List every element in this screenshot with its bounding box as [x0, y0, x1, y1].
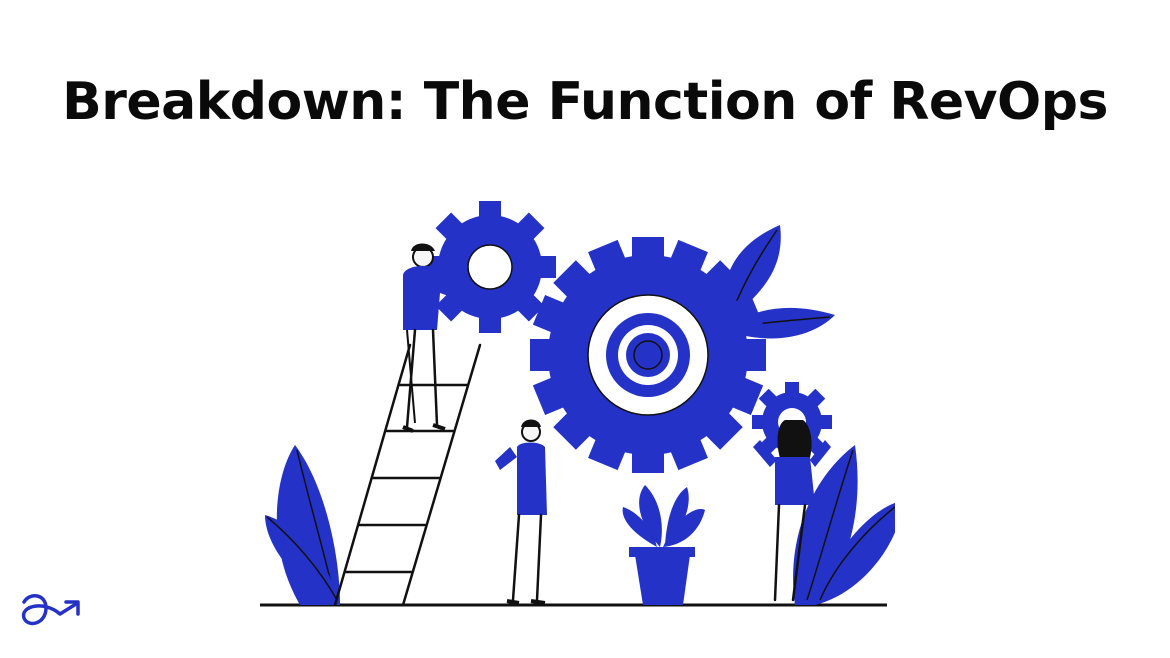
teamwork-gears-illustration: .blue { fill: #2432c8; } .ink { stroke: … [260, 201, 895, 607]
person-standing-icon [495, 419, 547, 605]
medium-gear-icon [424, 201, 556, 333]
potted-plant-icon [622, 485, 705, 605]
loop-arrow-logo-icon [21, 594, 80, 626]
left-leaves-icon [265, 445, 340, 605]
large-gear-icon [530, 237, 766, 473]
page-title: Breakdown: The Function of RevOps [62, 72, 1108, 132]
person-on-ladder-icon [402, 243, 467, 433]
ladder-icon [333, 343, 482, 607]
right-leaves-icon [793, 445, 895, 605]
person-holding-gear-icon [753, 420, 831, 602]
